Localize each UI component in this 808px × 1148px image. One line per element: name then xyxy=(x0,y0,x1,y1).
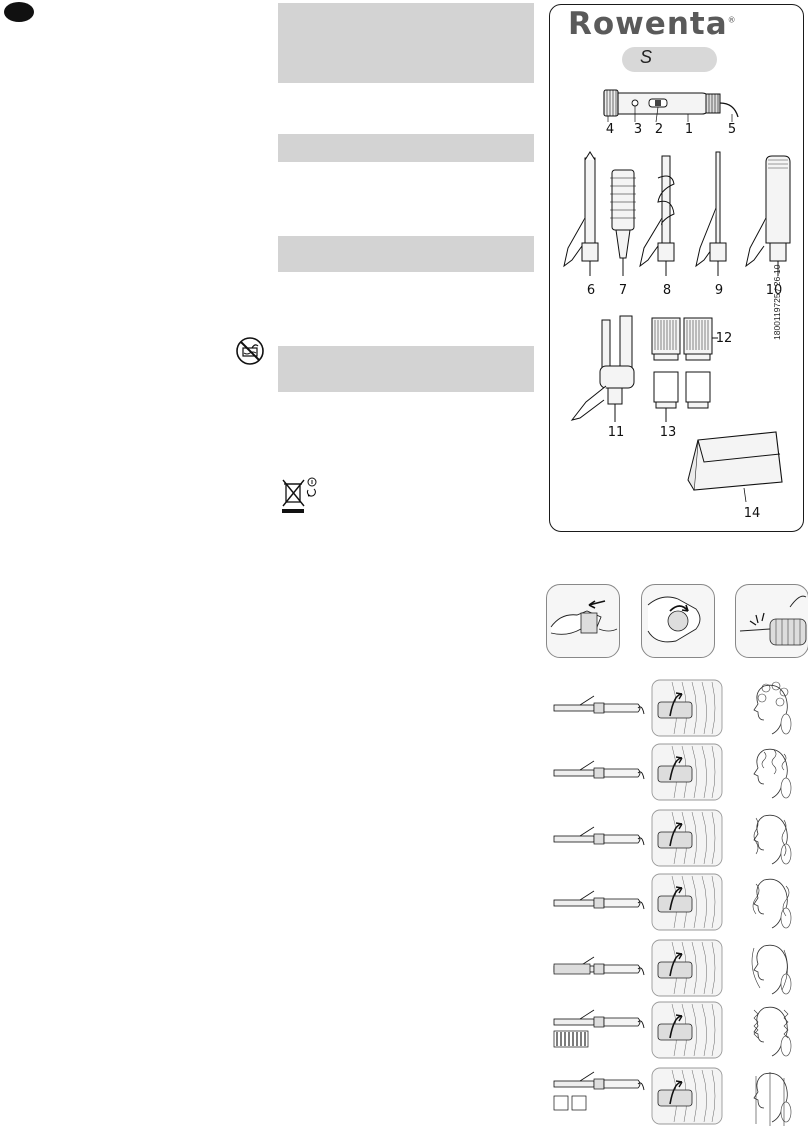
part-number-3: 3 xyxy=(633,122,643,137)
part-number-10: 10 xyxy=(765,283,783,298)
svg-text:•: • xyxy=(307,493,311,500)
text-block-4 xyxy=(278,346,534,392)
crimper-illustration xyxy=(566,310,736,430)
text-block-2 xyxy=(278,134,534,162)
assembly-step-3 xyxy=(735,584,808,658)
part-number-1: 1 xyxy=(684,122,694,137)
part-number-9: 9 xyxy=(714,283,724,298)
handle-illustration xyxy=(598,84,748,126)
part-number-12: 12 xyxy=(715,331,733,346)
part-number-14: 14 xyxy=(743,506,761,521)
storage-pouch-illustration xyxy=(684,428,790,510)
product-parts-panel xyxy=(549,4,804,532)
part-number-13: 13 xyxy=(659,425,677,440)
part-number-4: 4 xyxy=(605,122,615,137)
text-block-3 xyxy=(278,236,534,272)
no-bath-water-icon xyxy=(235,336,265,366)
crossed-out-bin-icon: • xyxy=(280,476,322,516)
reference-code: 1800119725 / 26-10 xyxy=(772,264,782,340)
attachments-illustration xyxy=(560,148,795,283)
text-block-1 xyxy=(278,3,534,83)
model-label: S xyxy=(640,47,653,67)
model-pill xyxy=(622,47,717,72)
brand-logo: Rowenta® xyxy=(568,6,737,42)
part-number-8: 8 xyxy=(662,283,672,298)
assembly-step-2 xyxy=(641,584,715,658)
part-number-5: 5 xyxy=(727,122,737,137)
part-number-6: 6 xyxy=(586,283,596,298)
part-number-11: 11 xyxy=(607,425,625,440)
assembly-step-1 xyxy=(546,584,620,658)
usage-steps-grid xyxy=(548,676,808,1146)
part-number-2: 2 xyxy=(654,122,664,137)
language-marker xyxy=(4,2,34,22)
part-number-7: 7 xyxy=(618,283,628,298)
